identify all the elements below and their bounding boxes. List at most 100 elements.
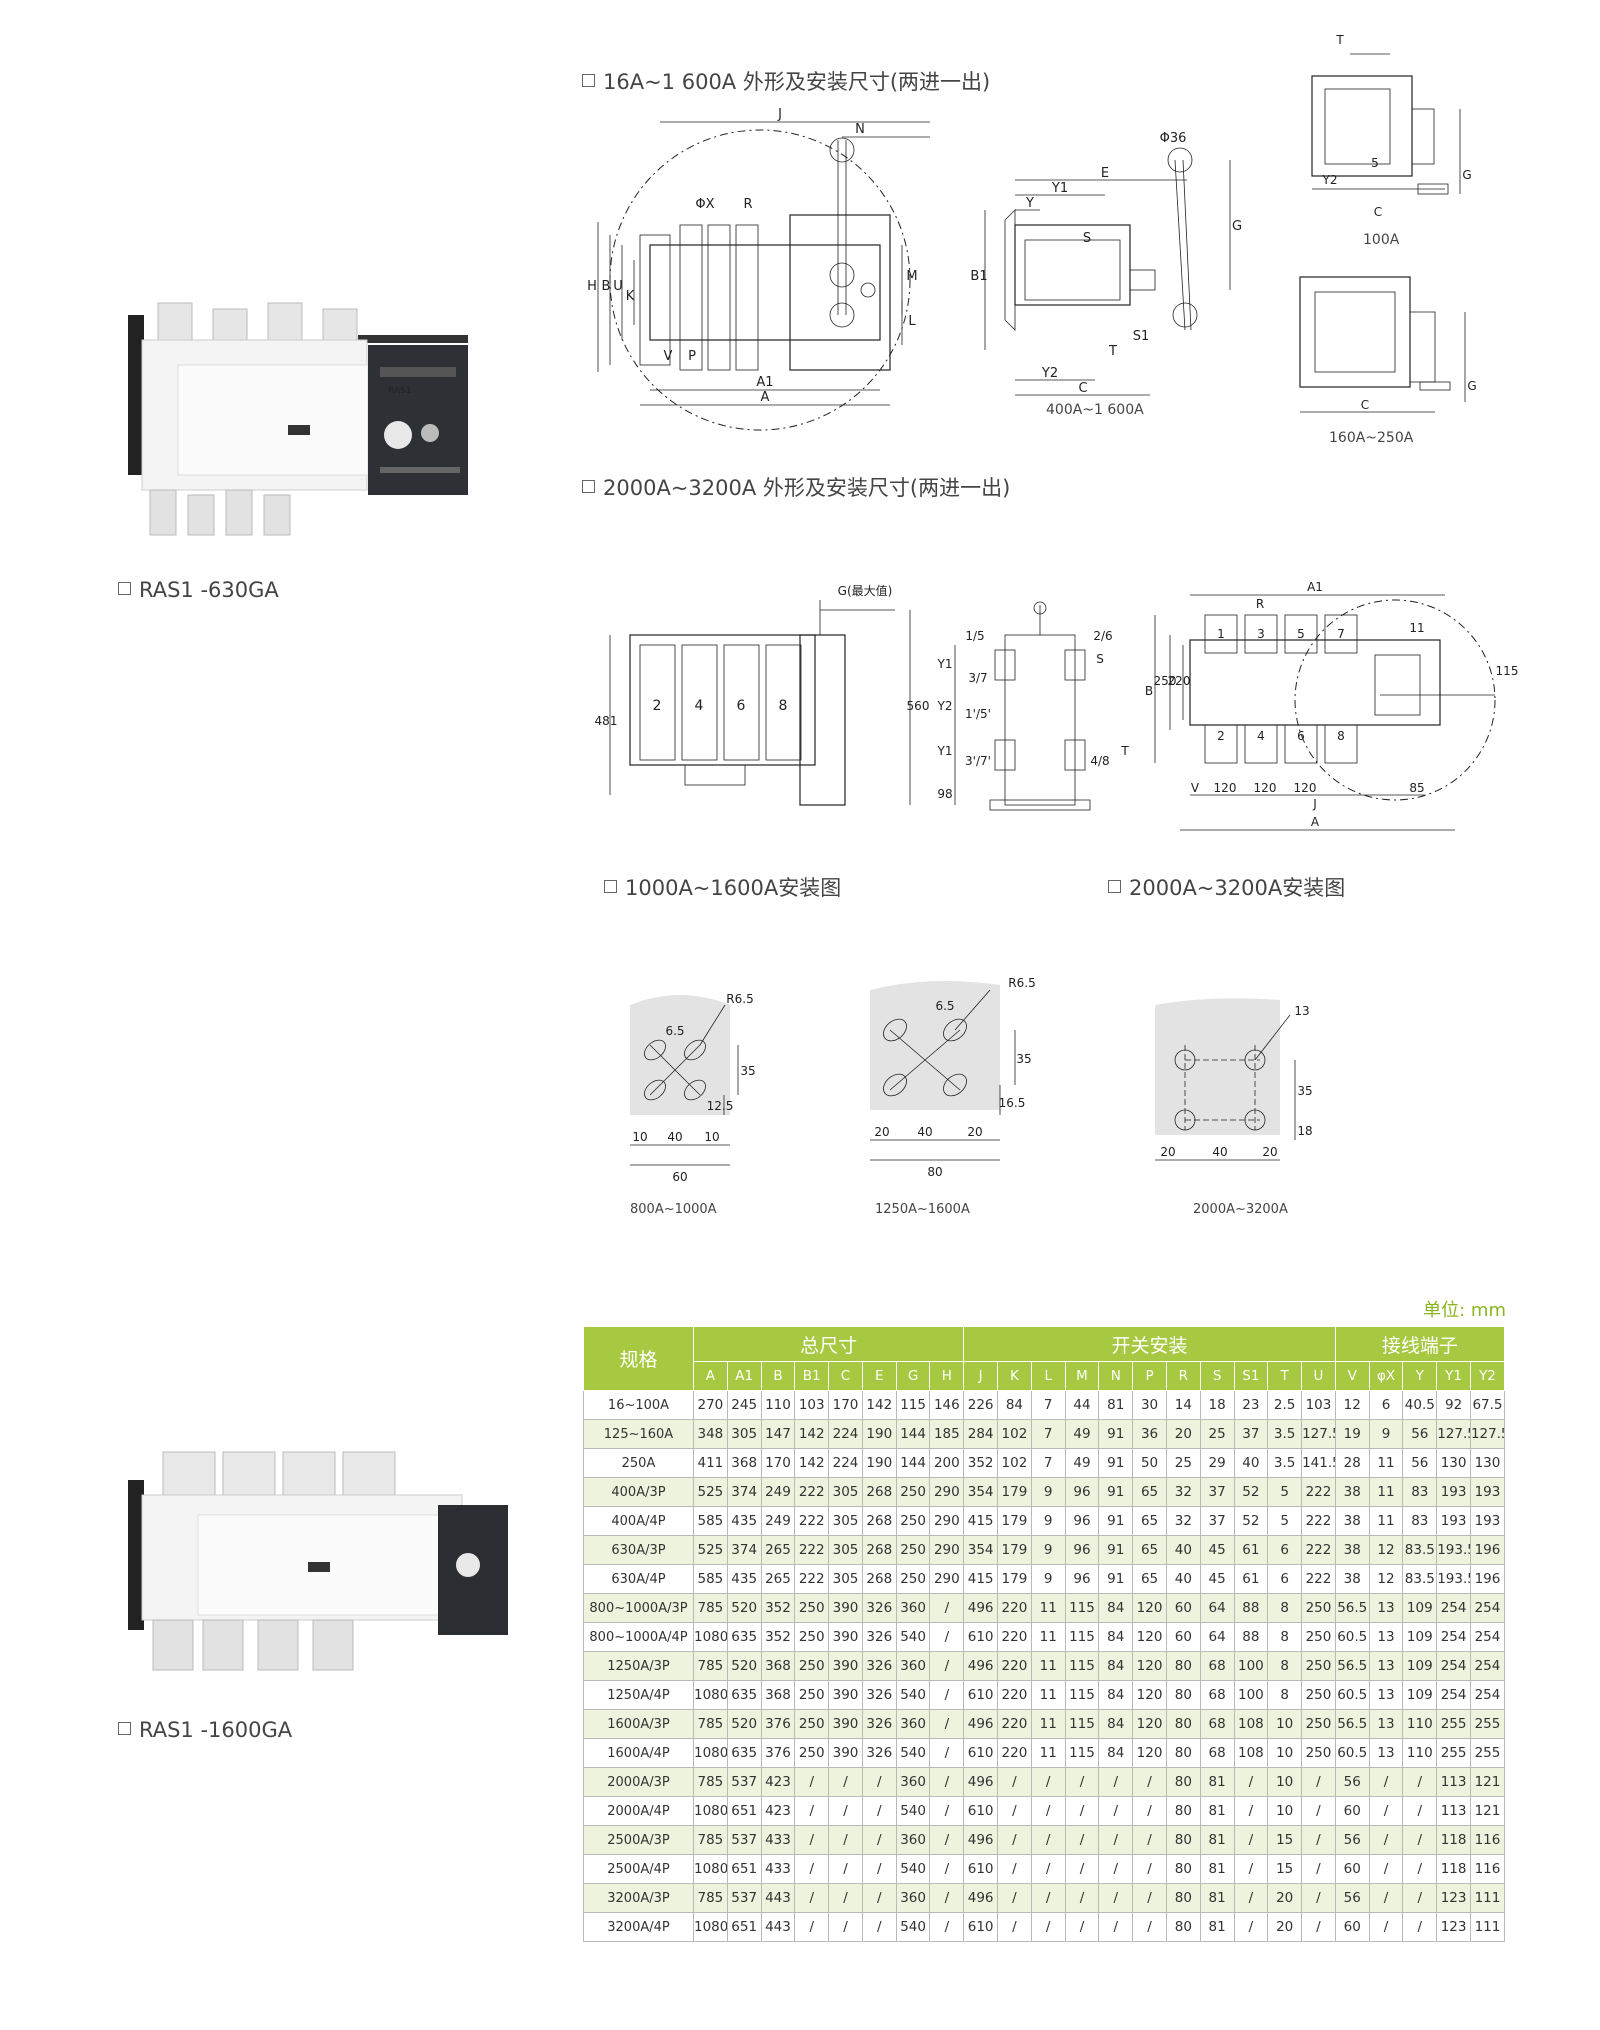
table-cell: 360 (895, 1883, 931, 1913)
table-cell: 5 (1267, 1477, 1303, 1507)
table-cell: / (1098, 1854, 1134, 1884)
table-cell: 13 (1368, 1738, 1404, 1768)
table-cell: 368 (760, 1680, 796, 1710)
table-cell: 108 (1233, 1738, 1269, 1768)
table-cell: 15 (1267, 1825, 1303, 1855)
table-cell: 60.5 (1334, 1738, 1370, 1768)
dim-label: Y1 (937, 657, 953, 671)
table-cell: 610 (963, 1796, 999, 1826)
table-cell: 38 (1334, 1564, 1370, 1594)
table-cell: 9 (1368, 1419, 1404, 1449)
dim-label: C (1361, 398, 1369, 412)
table-cell: / (1301, 1796, 1336, 1826)
table-cell: 65 (1132, 1477, 1167, 1507)
dim-label: M (906, 269, 917, 284)
dim-label: Y2 (1041, 366, 1058, 381)
table-cell: 84 (1098, 1680, 1134, 1710)
table-cell: 130 (1436, 1448, 1471, 1478)
table-cell: / (1233, 1854, 1269, 1884)
table-cell: 270 (693, 1390, 728, 1420)
dim-label: B1 (970, 269, 987, 284)
table-cell: 108 (1233, 1709, 1269, 1739)
table-cell: 193 (1469, 1477, 1506, 1507)
table-cell: 115 (1064, 1593, 1100, 1623)
table-cell: 81 (1199, 1825, 1235, 1855)
row-spec-cell: 1600A/3P (583, 1709, 694, 1739)
table-cell: 360 (895, 1651, 931, 1681)
dim-label: T (1108, 344, 1117, 359)
table-cell: 250 (794, 1680, 830, 1710)
table-cell: / (1098, 1825, 1134, 1855)
table-cell: / (1368, 1796, 1404, 1826)
table-cell: / (1301, 1883, 1336, 1913)
table-cell: 352 (963, 1448, 999, 1478)
table-cell: 80 (1165, 1796, 1201, 1826)
table-cell: / (1233, 1767, 1269, 1797)
table-cell: 56.5 (1334, 1709, 1370, 1739)
column-header: U (1301, 1361, 1336, 1391)
table-cell: 265 (760, 1564, 796, 1594)
dim-label: K (626, 289, 635, 304)
product-brand-text: RAS1 (388, 386, 411, 396)
table-cell: 38 (1334, 1477, 1370, 1507)
table-cell: 68 (1199, 1680, 1235, 1710)
caption-dim1: 16A~1 600A 外形及安装尺寸(两进一出) (582, 66, 990, 96)
table-cell: 5 (1267, 1506, 1303, 1536)
table-cell: 127.5 (1469, 1419, 1506, 1449)
table-cell: 96 (1064, 1477, 1100, 1507)
table-cell: 250 (895, 1535, 931, 1565)
table-cell: 52 (1233, 1506, 1269, 1536)
table-cell: / (1030, 1883, 1066, 1913)
dim-label: 20 (1160, 1145, 1175, 1159)
column-header: Y (1402, 1361, 1438, 1391)
table-cell: 118 (1436, 1854, 1471, 1884)
table-cell: / (1132, 1825, 1167, 1855)
table-cell: 785 (693, 1651, 728, 1681)
column-header: H (929, 1361, 965, 1391)
table-cell: / (1402, 1883, 1438, 1913)
dim-label: 12.5 (707, 1099, 734, 1113)
table-cell: / (1030, 1854, 1066, 1884)
table-cell: 115 (1064, 1680, 1100, 1710)
table-cell: 496 (963, 1709, 999, 1739)
table-cell: 29 (1199, 1448, 1235, 1478)
table-cell: 290 (929, 1564, 965, 1594)
column-header: G (895, 1361, 931, 1391)
table-cell: / (1233, 1825, 1269, 1855)
table-cell: 102 (997, 1419, 1032, 1449)
caption-mount2: 2000A~3200A安装图 (1108, 872, 1345, 902)
table-cell: 115 (1064, 1622, 1100, 1652)
table-cell: 305 (828, 1506, 863, 1536)
dim-label: 13 (1294, 1004, 1309, 1018)
table-cell: 88 (1233, 1593, 1269, 1623)
table-cell: 179 (997, 1535, 1032, 1565)
column-header: N (1098, 1361, 1134, 1391)
table-cell: / (1064, 1796, 1100, 1826)
table-cell: 111 (1469, 1883, 1506, 1913)
table-cell: 635 (726, 1622, 762, 1652)
table-cell: 196 (1469, 1564, 1506, 1594)
table-cell: 91 (1098, 1419, 1134, 1449)
dim-label: 120 (1214, 781, 1237, 795)
dim-label: 5 (1297, 627, 1305, 641)
table-cell: / (929, 1593, 965, 1623)
dim-label: 40 (917, 1125, 932, 1139)
table-cell: 13 (1368, 1622, 1404, 1652)
dim-label: 3'/7' (965, 754, 991, 768)
table-cell: 537 (726, 1825, 762, 1855)
drawing-front-view: J N ΦX R H B U K M L V P A1 A (587, 107, 930, 431)
table-cell: 651 (726, 1796, 762, 1826)
row-spec-cell: 400A/4P (583, 1506, 694, 1536)
table-cell: 56 (1334, 1825, 1370, 1855)
table-cell: 785 (693, 1883, 728, 1913)
dim-label: 20 (1262, 1145, 1277, 1159)
table-cell: 1080 (693, 1680, 728, 1710)
table-cell: 80 (1165, 1738, 1201, 1768)
table-cell: 268 (861, 1535, 897, 1565)
table-cell: / (1064, 1825, 1100, 1855)
table-cell: 326 (861, 1622, 897, 1652)
table-cell: 91 (1098, 1535, 1134, 1565)
dim-label: T (1335, 33, 1344, 47)
